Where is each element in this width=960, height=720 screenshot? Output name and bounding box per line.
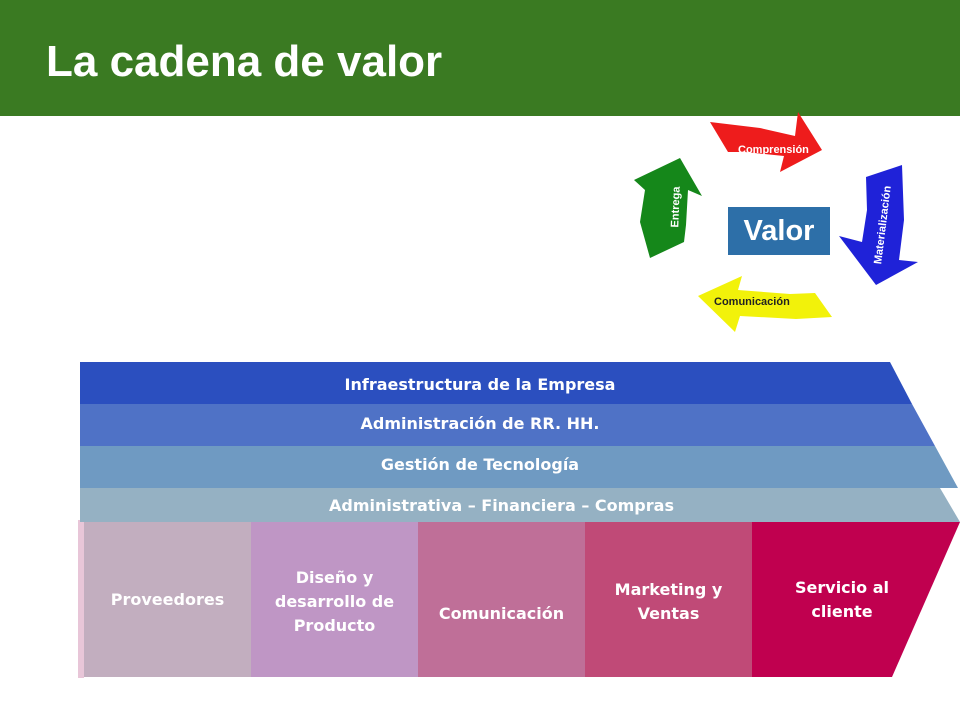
- primary-block-diseno: [251, 522, 418, 677]
- primary-label-comunicacion: Comunicación: [438, 603, 565, 623]
- support-label-rrhh: Administración de RR. HH.: [360, 414, 600, 433]
- support-band-tecnologia: [80, 446, 958, 488]
- cycle-arrow-comprension: [710, 112, 822, 172]
- support-band-infraestructura: [80, 362, 912, 404]
- primary-block-servicio: [752, 522, 960, 677]
- slide-header: La cadena de valor: [0, 0, 960, 116]
- primary-block-marketing: [585, 522, 752, 677]
- cycle-label-comprension: Comprensión: [738, 144, 809, 156]
- cycle-label-comunicacion: Comunicación: [714, 296, 790, 308]
- support-label-infraestructura: Infraestructura de la Empresa: [344, 375, 616, 394]
- primary-label-marketing: Marketing y Ventas: [614, 579, 723, 623]
- cycle-arrow-entrega: [634, 158, 702, 258]
- chain-left-edge: [78, 520, 84, 678]
- cycle-arrow-comunicacion: [698, 276, 832, 332]
- support-band-administrativa: [80, 488, 960, 522]
- primary-label-proveedores: Proveedores: [110, 589, 225, 609]
- primary-block-proveedores: [84, 522, 251, 677]
- cycle-arrow-materializacion: [839, 165, 918, 285]
- primary-label-diseno: Diseño y desarrollo de Producto: [274, 567, 395, 635]
- slide-title: La cadena de valor: [46, 37, 443, 86]
- primary-block-comunicacion: [418, 522, 585, 677]
- support-band-rrhh: [80, 404, 935, 446]
- support-label-administrativa: Administrativa – Financiera – Compras: [329, 496, 674, 515]
- support-label-tecnologia: Gestión de Tecnología: [380, 455, 580, 474]
- value-center-box: Valor: [728, 207, 830, 255]
- primary-label-servicio: Servicio al cliente: [795, 577, 889, 621]
